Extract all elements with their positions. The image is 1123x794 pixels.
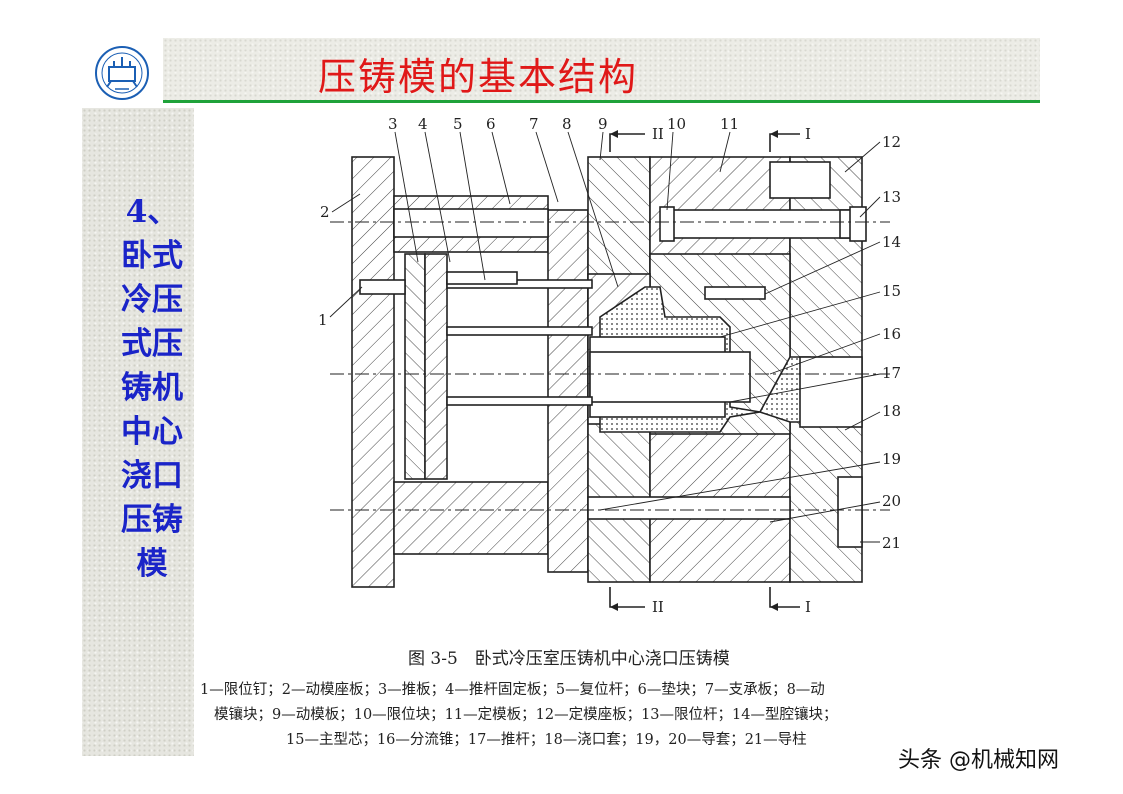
sidebar-line: 4、: [125, 194, 179, 230]
callout-8: 8: [562, 115, 572, 133]
ejector-retainer-plate: [424, 253, 448, 480]
header-band: [163, 38, 1040, 100]
header-divider: [163, 100, 1040, 103]
moving-base-plate: [351, 156, 395, 588]
legend-line-2: 模镶块；9—动模板；10—限位块；11—定模板；12—定模座板；13—限位杆；1…: [214, 707, 838, 723]
section-mark: I: [805, 125, 811, 143]
die-casting-mold-diagram: II I II I 1 2 3 4 5 6 7 8 9 10: [318, 115, 901, 616]
callout-10: 10: [667, 115, 686, 133]
sidebar-line: 卧式: [121, 238, 183, 274]
spacer-block-bottom: [393, 481, 549, 555]
callout-6: 6: [486, 115, 496, 133]
callout-9: 9: [598, 115, 608, 133]
sidebar-line: 模: [136, 546, 168, 582]
callout-20: 20: [882, 492, 901, 510]
callout-1: 1: [318, 311, 328, 329]
ejector-plate: [404, 253, 426, 480]
callout-3: 3: [388, 115, 398, 133]
callout-14: 14: [882, 233, 901, 251]
callout-15: 15: [882, 282, 901, 300]
sprue-bush: [799, 356, 863, 428]
watermark: 头条 @机械知网: [898, 748, 1059, 773]
sidebar-line: 式压: [121, 326, 183, 362]
sidebar-label: 4、 卧式 冷压 式压 铸机 中心 浇口 压铸 模: [82, 190, 222, 586]
support-plate: [547, 209, 589, 573]
page-title: 压铸模的基本结构: [318, 55, 639, 99]
guide-pin: [587, 496, 791, 520]
callout-7: 7: [529, 115, 539, 133]
section-mark: II: [652, 125, 664, 143]
callout-17: 17: [882, 364, 901, 382]
callout-18: 18: [882, 402, 901, 420]
figure-caption: 图 3-5 卧式冷压室压铸机中心浇口压铸模: [408, 649, 730, 669]
callout-11: 11: [720, 115, 739, 133]
callout-4: 4: [418, 115, 428, 133]
callout-16: 16: [882, 325, 901, 343]
sidebar-line: 压铸: [121, 502, 183, 538]
callout-21: 21: [882, 534, 901, 552]
university-seal-logo: [95, 46, 149, 100]
sidebar-line: 冷压: [121, 282, 183, 318]
callout-2: 2: [320, 203, 330, 221]
callout-19: 19: [882, 450, 901, 468]
sidebar-line: 铸机: [121, 370, 183, 406]
section-mark: II: [652, 598, 664, 616]
callout-5: 5: [453, 115, 463, 133]
legend-line-1: 1—限位钉；2—动模座板；3—推板；4—推杆固定板；5—复位杆；6—垫块；7—支…: [200, 682, 825, 698]
sidebar-line: 中心: [121, 414, 183, 450]
callout-labels: 1 2 3 4 5 6 7 8 9 10 11 12 13 14 15 16 1…: [318, 115, 901, 552]
callout-12: 12: [882, 133, 901, 151]
sidebar-panel: [82, 108, 194, 756]
section-mark: I: [805, 598, 811, 616]
sidebar-line: 浇口: [121, 458, 183, 494]
legend-line-3: 15—主型芯；16—分流锥；17—推杆；18—浇口套；19，20—导套；21—导…: [286, 732, 807, 748]
callout-13: 13: [882, 188, 901, 206]
